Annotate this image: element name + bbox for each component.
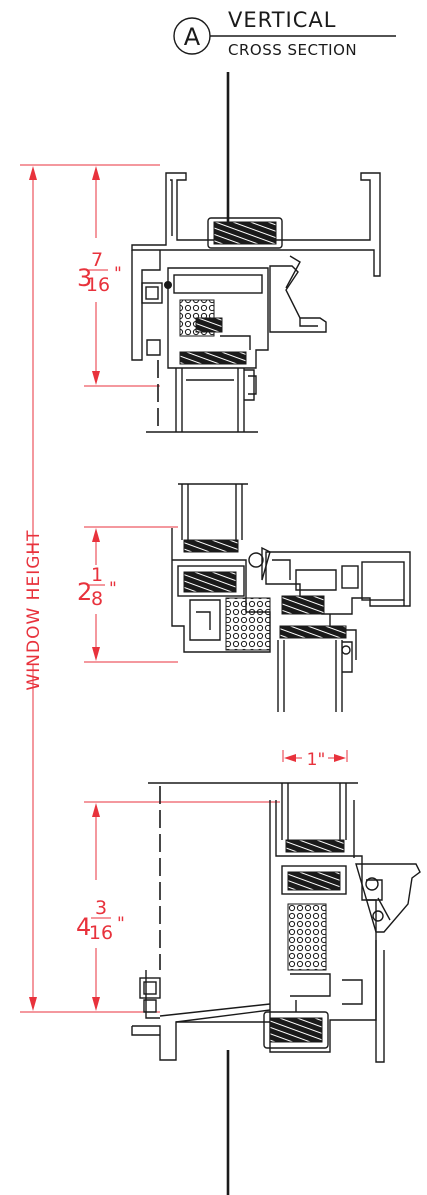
head-section (131, 72, 381, 433)
section-tag: A VERTICAL CROSS SECTION (173, 8, 396, 59)
dimension-labels: WINDOW HEIGHT 3 7 16 " 2 1 8 " 4 3 16 " … (24, 249, 325, 944)
sill-dim-den: 16 (89, 922, 113, 944)
rail-dim-den: 8 (91, 588, 103, 610)
section-tag-title: VERTICAL (228, 8, 336, 32)
rail-dim-unit: " (109, 579, 117, 599)
head-dim-whole: 3 (77, 264, 92, 292)
rail-dim-num: 1 (91, 564, 103, 586)
sill-dim-unit: " (117, 914, 125, 934)
meeting-rail-section (171, 483, 411, 712)
head-dim-unit: " (114, 264, 122, 284)
dimension-lines (20, 164, 348, 1013)
sill-dim-num: 3 (95, 897, 107, 919)
section-tag-letter: A (184, 23, 201, 51)
glass-width-label: 1" (307, 750, 326, 770)
window-height-label: WINDOW HEIGHT (24, 529, 44, 690)
head-dim-den: 16 (86, 274, 110, 296)
sill-section (131, 782, 421, 1195)
section-tag-subtitle: CROSS SECTION (228, 41, 357, 59)
sill-dim-whole: 4 (76, 913, 91, 941)
head-dim-num: 7 (91, 249, 103, 271)
rail-dim-whole: 2 (77, 578, 92, 606)
